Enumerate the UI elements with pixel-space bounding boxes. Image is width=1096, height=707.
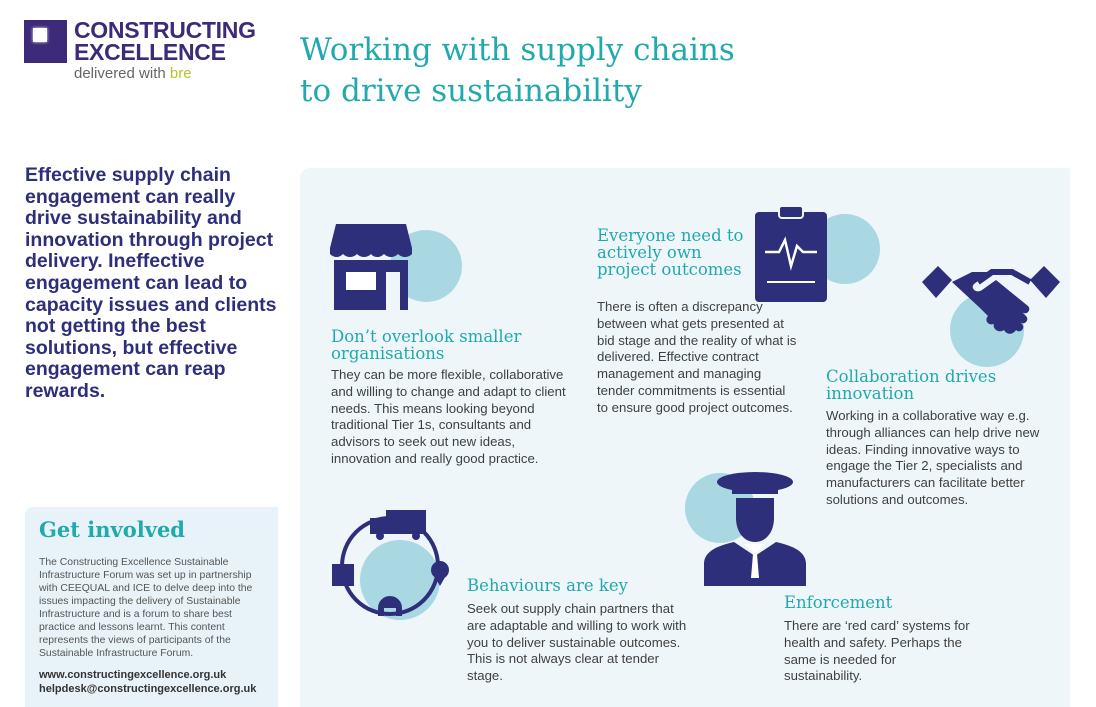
section-heading-smaller-organisations: Don’t overlook smaller organisations bbox=[331, 327, 522, 363]
section-body-enforcement: There are ‘red card’ systems for health … bbox=[784, 618, 970, 684]
handshake-icon bbox=[922, 266, 1060, 334]
logo-tagline: delivered with bre bbox=[74, 65, 192, 82]
officer-icon bbox=[704, 472, 806, 586]
logo-line1: CONSTRUCTING bbox=[74, 17, 256, 43]
logo-line2: EXCELLENCE bbox=[74, 39, 226, 65]
page-title: Working with supply chains to drive susta… bbox=[300, 30, 735, 112]
intro-text: Effective supply chain engagement can re… bbox=[25, 164, 277, 402]
content-panel: Don’t overlook smaller organisations The… bbox=[300, 168, 1070, 707]
get-involved-text: The Constructing Excellence Sustainable … bbox=[39, 557, 253, 659]
title-line1: Working with supply chains bbox=[300, 32, 735, 68]
website-link[interactable]: www.constructingexcellence.org.uk bbox=[39, 669, 227, 681]
logo-mark bbox=[24, 20, 67, 63]
get-involved-box: Get involved The Constructing Excellence… bbox=[25, 507, 278, 707]
section-heading-collaboration: Collaboration drives innovation bbox=[826, 367, 997, 403]
section-body-behaviours: Seek out supply chain partners that are … bbox=[467, 601, 687, 684]
section-heading-behaviours: Behaviours are key bbox=[467, 576, 628, 595]
section-body-own-outcomes: There is often a discrepancy between wha… bbox=[597, 299, 797, 415]
section-body-smaller-organisations: They can be more flexible, collaborative… bbox=[331, 367, 566, 466]
title-line2: to drive sustainability bbox=[300, 73, 642, 109]
section-heading-enforcement: Enforcement bbox=[784, 593, 893, 612]
tagline: delivered with bbox=[74, 65, 166, 82]
tagline-brand: bre bbox=[169, 65, 192, 82]
email-link[interactable]: helpdesk@constructingexcellence.org.uk bbox=[39, 683, 257, 695]
section-body-collaboration: Working in a collaborative way e.g. thro… bbox=[826, 408, 1040, 507]
clipboard-icon bbox=[755, 206, 827, 302]
section-heading-own-outcomes: Everyone need to actively own project ou… bbox=[597, 226, 744, 279]
shop-icon bbox=[330, 224, 412, 310]
get-involved-heading: Get involved bbox=[39, 517, 185, 542]
supply-cycle-icon bbox=[332, 510, 449, 616]
